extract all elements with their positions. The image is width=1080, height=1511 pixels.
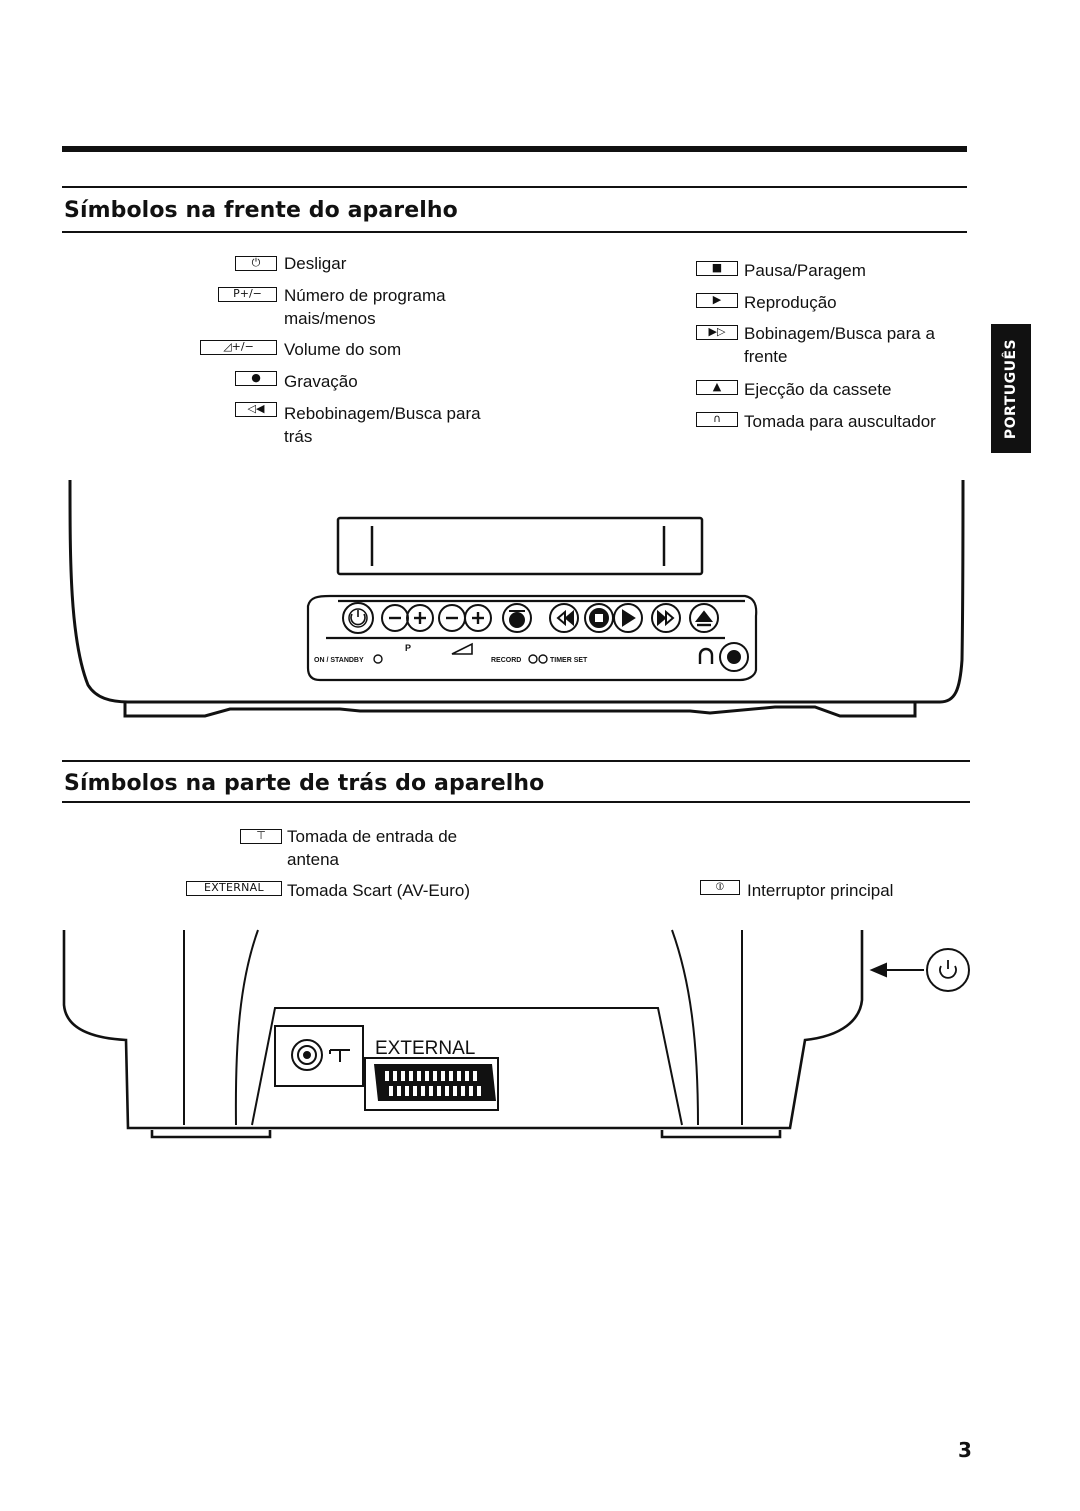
standby-indicator: [373, 654, 383, 664]
fast-forward-icon: ▶▷: [696, 325, 738, 340]
power-icon: ⏻: [235, 256, 277, 271]
play-icon: ▶: [696, 293, 738, 308]
timer-label: TIMER SET: [550, 657, 588, 664]
volume-plus-minus-icon: ◿+/−: [200, 340, 277, 355]
front-illustration: ON / STANDBY P RECORD TIMER SET: [68, 479, 965, 718]
power-icon: [926, 948, 970, 992]
rewind-button[interactable]: [549, 603, 579, 633]
list-item: Rebobinagem/Busca para trás: [284, 404, 481, 446]
record-label: RECORD: [491, 657, 521, 664]
list-item: Tomada de entrada de antena: [287, 827, 458, 869]
list-item: Desligar: [284, 254, 347, 273]
main-switch-icon: ⦶: [700, 880, 740, 895]
list-item: Número de programa mais/menos: [284, 286, 446, 328]
list-item: Bobinagem/Busca para a frente: [744, 324, 935, 366]
eject-icon: ▲: [696, 380, 738, 395]
list-item: Pausa/Paragem: [744, 261, 866, 280]
record-icon: ●: [235, 371, 277, 386]
list-item: Ejecção da cassete: [744, 380, 892, 399]
headphones-icon: ∩: [696, 412, 738, 427]
list-item: Interruptor principal: [747, 881, 894, 900]
back-top-rule: [62, 760, 970, 762]
top-thick-rule: [62, 146, 967, 152]
antenna-panel: [274, 1025, 364, 1087]
back-section-heading: Símbolos na parte de trás do aparelho: [64, 771, 545, 796]
play-button[interactable]: [613, 603, 643, 633]
standby-label: ON / STANDBY: [314, 657, 364, 664]
headphone-jack[interactable]: [719, 642, 749, 672]
headphones-icon: [698, 647, 714, 664]
stop-icon: ■: [696, 261, 738, 276]
record-indicator: [528, 654, 538, 664]
p-label: P: [405, 643, 411, 653]
external-label: EXTERNAL: [375, 1038, 475, 1059]
list-item: Reprodução: [744, 293, 837, 312]
eject-button[interactable]: [689, 603, 719, 633]
record-button[interactable]: [502, 603, 532, 633]
list-item: Tomada Scart (AV-Euro): [287, 881, 470, 900]
main-switch-callout: [869, 948, 970, 992]
standby-button[interactable]: [342, 602, 374, 634]
program-up-button[interactable]: [406, 604, 434, 632]
antenna-icon: ⊤: [240, 829, 282, 844]
list-item: Gravação: [284, 372, 358, 391]
front-heading-underline: [62, 231, 967, 233]
scart-panel: [364, 1057, 499, 1111]
front-top-rule: [62, 186, 967, 188]
antenna-symbol-icon: [329, 1049, 350, 1062]
volume-down-button[interactable]: [438, 604, 466, 632]
language-tab: PORTUGUÊS: [991, 324, 1031, 453]
list-item: Tomada para auscultador: [744, 412, 936, 431]
volume-up-button[interactable]: [464, 604, 492, 632]
cassette-slot: [336, 516, 704, 576]
fast-forward-button[interactable]: [651, 603, 681, 633]
scart-socket[interactable]: [374, 1064, 496, 1101]
program-plus-minus-icon: P+/−: [218, 287, 277, 302]
program-down-button[interactable]: [381, 604, 409, 632]
back-heading-underline: [62, 801, 970, 803]
antenna-socket[interactable]: [291, 1039, 323, 1071]
volume-wedge-icon: [451, 642, 473, 655]
front-section-heading: Símbolos na frente do aparelho: [64, 198, 458, 223]
rewind-icon: ◁◀: [235, 402, 277, 417]
stop-button[interactable]: [584, 603, 614, 633]
list-item: Volume do som: [284, 340, 402, 359]
back-illustration: EXTERNAL: [62, 929, 970, 1139]
page-number: 3: [958, 1438, 972, 1462]
control-panel: [306, 594, 758, 682]
timer-indicator: [538, 654, 548, 664]
scart-icon: EXTERNAL: [186, 881, 282, 896]
